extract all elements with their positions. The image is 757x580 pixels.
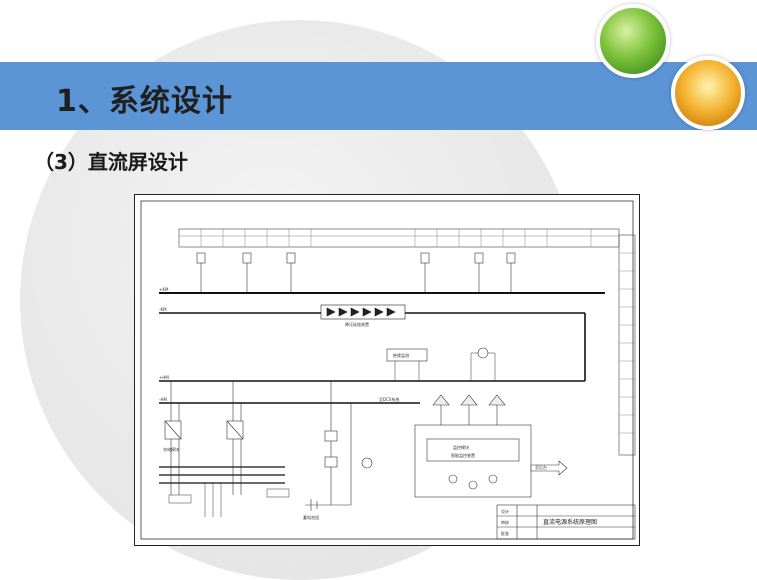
- svg-text:智能监控装置: 智能监控装置: [451, 452, 475, 458]
- svg-text:蓄电池组: 蓄电池组: [303, 514, 319, 520]
- slide-subtitle: （3）直流屏设计: [34, 150, 188, 174]
- svg-text:至DCS系统: 至DCS系统: [379, 396, 399, 402]
- green-leaf-decoration: [596, 4, 670, 78]
- top-feeders: [196, 252, 516, 293]
- ac-input-lines: [159, 466, 285, 484]
- svg-text:-HM: -HM: [159, 397, 167, 402]
- dc-panel-schematic: +KM -KM +HM -HM 降压硅链装置 绝缘监测: [134, 194, 640, 546]
- charger-modules: [164, 381, 244, 495]
- svg-text:+KM: +KM: [159, 287, 169, 292]
- title-block-name: 直流电源系统原理图: [543, 518, 597, 526]
- legend-column: [618, 234, 636, 456]
- monitor-unit: [414, 394, 532, 498]
- svg-text:批准: 批准: [501, 530, 509, 536]
- voltmeter: [477, 347, 489, 359]
- to-backend-arrow: [530, 460, 568, 476]
- insulation-monitor: [386, 348, 428, 362]
- svg-text:-KM: -KM: [159, 307, 167, 312]
- svg-text:绝缘监测: 绝缘监测: [393, 352, 409, 358]
- orange-grass-decoration: [671, 56, 745, 130]
- svg-text:监控模块: 监控模块: [453, 444, 469, 450]
- svg-text:审核: 审核: [501, 519, 509, 525]
- svg-text:+HM: +HM: [159, 375, 169, 380]
- inner-frame: [140, 200, 634, 540]
- battery-branch: [305, 381, 373, 511]
- svg-text:至后台: 至后台: [535, 464, 547, 470]
- title-block: [496, 504, 636, 540]
- schematic-svg: +KM -KM +HM -HM 降压硅链装置 绝缘监测: [140, 200, 636, 540]
- svg-text:充电模块: 充电模块: [163, 446, 179, 452]
- slide-title: 1、系统设计: [56, 84, 233, 119]
- svg-text:设计: 设计: [501, 508, 509, 514]
- diode-chain: [320, 304, 406, 320]
- svg-text:降压硅链装置: 降压硅链装置: [345, 321, 369, 327]
